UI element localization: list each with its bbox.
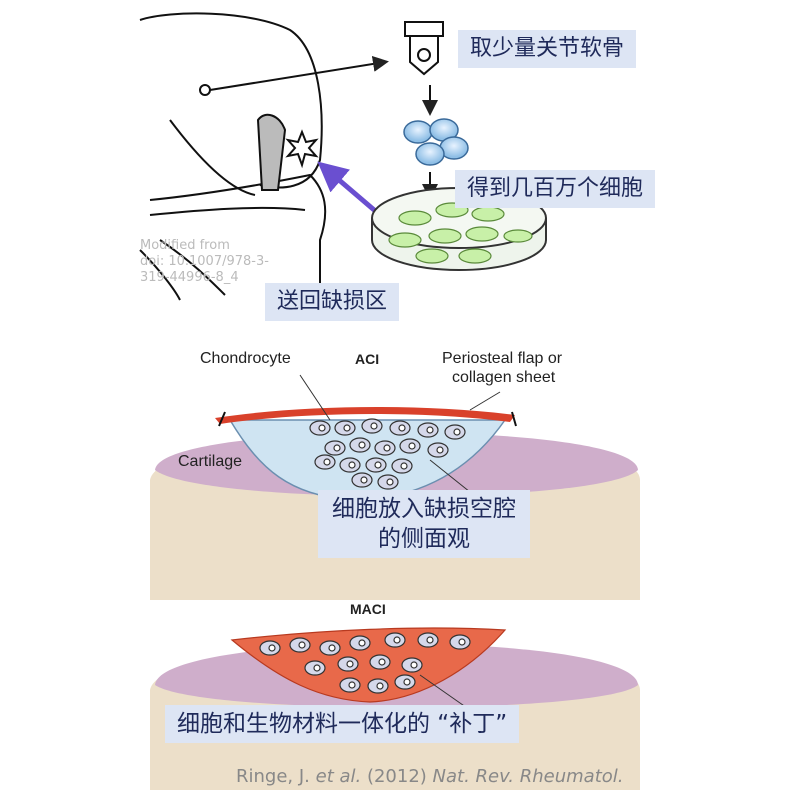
caption-line: 的侧面观 (378, 526, 470, 552)
cell-nucleus (343, 424, 351, 432)
cell-nucleus (383, 444, 391, 452)
chondrocyte-label: Chondrocyte (200, 350, 291, 367)
cell-nucleus (403, 678, 411, 686)
arrow-to-biopsy (209, 55, 389, 91)
source-line: Modified from (140, 238, 230, 253)
cell-nucleus (360, 476, 368, 484)
cell-nucleus (426, 636, 434, 644)
cell-nucleus (358, 441, 366, 449)
cell-nucleus (408, 442, 416, 450)
return-arrow (317, 161, 382, 217)
cell-nucleus (458, 638, 466, 646)
periosteal-flap (215, 407, 515, 424)
cell-nucleus (358, 639, 366, 647)
citation-journal: Nat. Rev. Rheumatol. (432, 766, 624, 787)
step-implant-label: 送回缺损区 (265, 283, 400, 321)
citation-authors: Ringe, J. (236, 766, 316, 787)
cell-nucleus (348, 681, 356, 689)
cell-nucleus (328, 644, 336, 652)
cell-nucleus (453, 428, 461, 436)
source-line: 319-44996-8_4 (140, 270, 239, 285)
cell-nucleus (376, 682, 384, 690)
cell-nucleus (393, 636, 401, 644)
cell-nucleus (346, 660, 354, 668)
aci-title: ACI (355, 351, 380, 367)
cell-nucleus (268, 644, 276, 652)
cell-nucleus (378, 658, 386, 666)
step-expansion-label: 得到几百万个细胞 (455, 170, 656, 208)
cells-cluster (403, 118, 469, 166)
citation-etal: et al. (315, 766, 362, 787)
citation: Ringe, J. et al. (2012) Nat. Rev. Rheuma… (236, 766, 624, 787)
cell-nucleus (426, 426, 434, 434)
step-biopsy-label: 取少量关节软骨 (458, 30, 637, 68)
cell-nucleus (436, 446, 444, 454)
maci-caption: 细胞和生物材料一体化的 “补丁” (165, 705, 520, 743)
source-line: doi: 10.1007/978-3- (140, 254, 269, 269)
cell-nucleus (348, 461, 356, 469)
cell-nucleus (370, 422, 378, 430)
maci-chondrocytes (259, 632, 471, 694)
source-note: Modified from doi: 10.1007/978-3- 319-44… (140, 238, 269, 286)
flap-label-2: collagen sheet (452, 369, 556, 386)
aci-chondrocytes (309, 418, 466, 490)
cell-nucleus (323, 458, 331, 466)
cell-nucleus (398, 424, 406, 432)
knee-sketch (139, 12, 327, 301)
cell-nucleus (386, 478, 394, 486)
starburst-icon (285, 129, 319, 169)
flap-label-1: Periosteal flap or (442, 350, 563, 367)
cell-nucleus (333, 444, 341, 452)
cell-nucleus (313, 664, 321, 672)
cell-nucleus (374, 461, 382, 469)
cartilage-label: Cartilage (178, 453, 243, 470)
dish-cells (388, 202, 533, 264)
citation-year: (2012) (361, 766, 433, 787)
sutures (218, 411, 517, 427)
maci-joint (150, 627, 640, 790)
cell-nucleus (410, 661, 418, 669)
cell-nucleus (400, 462, 408, 470)
maci-title: MACI (350, 601, 386, 617)
aci-caption: 细胞放入缺损空腔 的侧面观 (318, 490, 530, 558)
caption-line: 细胞放入缺损空腔 (332, 496, 516, 522)
biopsy-tool-icon (404, 21, 444, 76)
cell-nucleus (318, 424, 326, 432)
cell-nucleus (298, 641, 306, 649)
